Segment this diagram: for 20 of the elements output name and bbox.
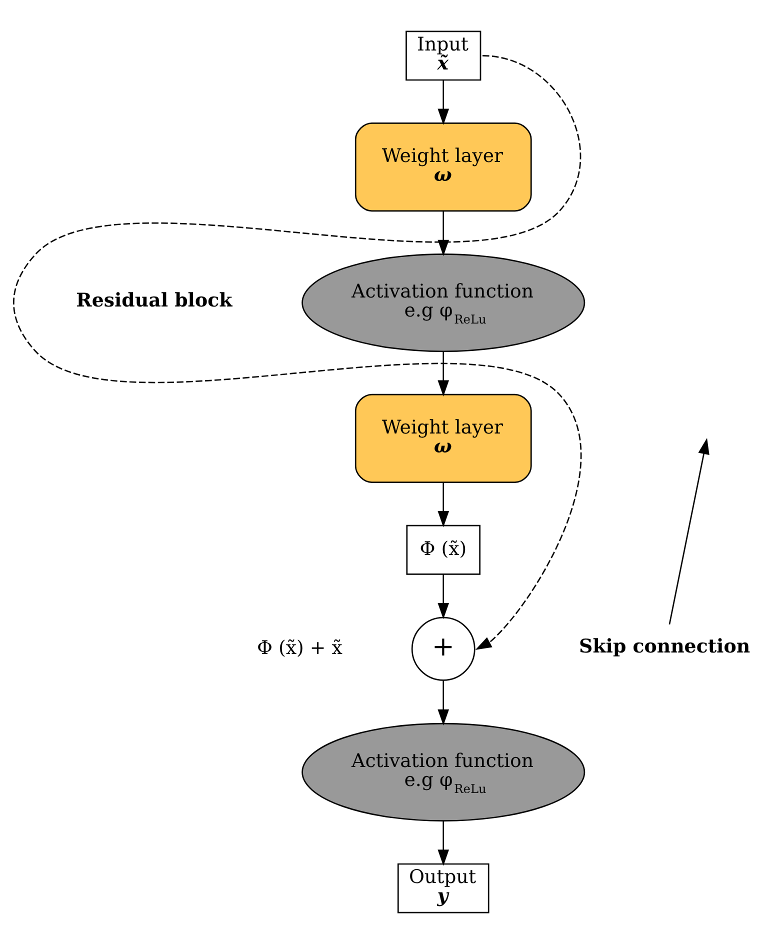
node-ellipse: Activation function e.g φ$_{ReLu}$ bbox=[302, 253, 586, 352]
arrow bbox=[438, 574, 450, 619]
arrow bbox=[668, 437, 710, 624]
arrow bbox=[438, 820, 450, 866]
arrow bbox=[438, 210, 450, 256]
node-box: Input x̃ bbox=[406, 30, 482, 80]
node-box: Φ (x̃) bbox=[406, 524, 480, 574]
node-box: Weight layer ω bbox=[354, 122, 532, 212]
arrow bbox=[438, 680, 450, 726]
node-circle: + bbox=[411, 616, 476, 680]
arrow bbox=[438, 482, 450, 527]
node-box: Weight layer ω bbox=[354, 393, 532, 483]
label: Φ (x̃) + x̃ bbox=[257, 636, 342, 658]
node-ellipse: Activation function e.g φ$_{ReLu}$ bbox=[302, 722, 586, 821]
arrow bbox=[13, 54, 582, 650]
arrow bbox=[438, 80, 450, 125]
arrow bbox=[438, 350, 450, 396]
node-box: Output y bbox=[397, 862, 490, 913]
label: Residual block bbox=[76, 288, 232, 311]
node-text: Skip connection bbox=[579, 635, 750, 658]
